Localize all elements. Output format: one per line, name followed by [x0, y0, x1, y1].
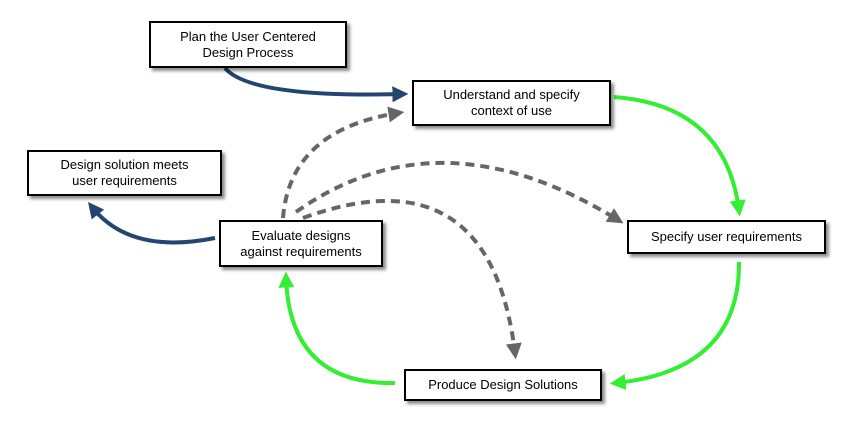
arrow-evaluate-to-understand: [281, 106, 405, 219]
arrow-understand-to-specify: [613, 95, 746, 217]
arrow-evaluate-to-meets: [88, 201, 216, 245]
arrow-produce-to-evaluate: [278, 271, 396, 386]
node-understand-context: Understand and specify context of use: [412, 80, 611, 126]
node-design-meets-requirements: Design solution meets user requirements: [27, 150, 222, 196]
node-specify-requirements: Specify user requirements: [627, 220, 826, 254]
arrow-plan-to-understand: [223, 66, 409, 103]
arrow-evaluate-to-produce: [302, 198, 522, 360]
node-plan-process: Plan the User Centered Design Process: [149, 21, 347, 68]
arrow-evaluate-to-specify: [294, 161, 624, 224]
node-produce-solutions: Produce Design Solutions: [404, 369, 602, 401]
node-evaluate-designs: Evaluate designs against requirements: [219, 220, 383, 267]
arrow-specify-to-produce: [609, 261, 742, 390]
